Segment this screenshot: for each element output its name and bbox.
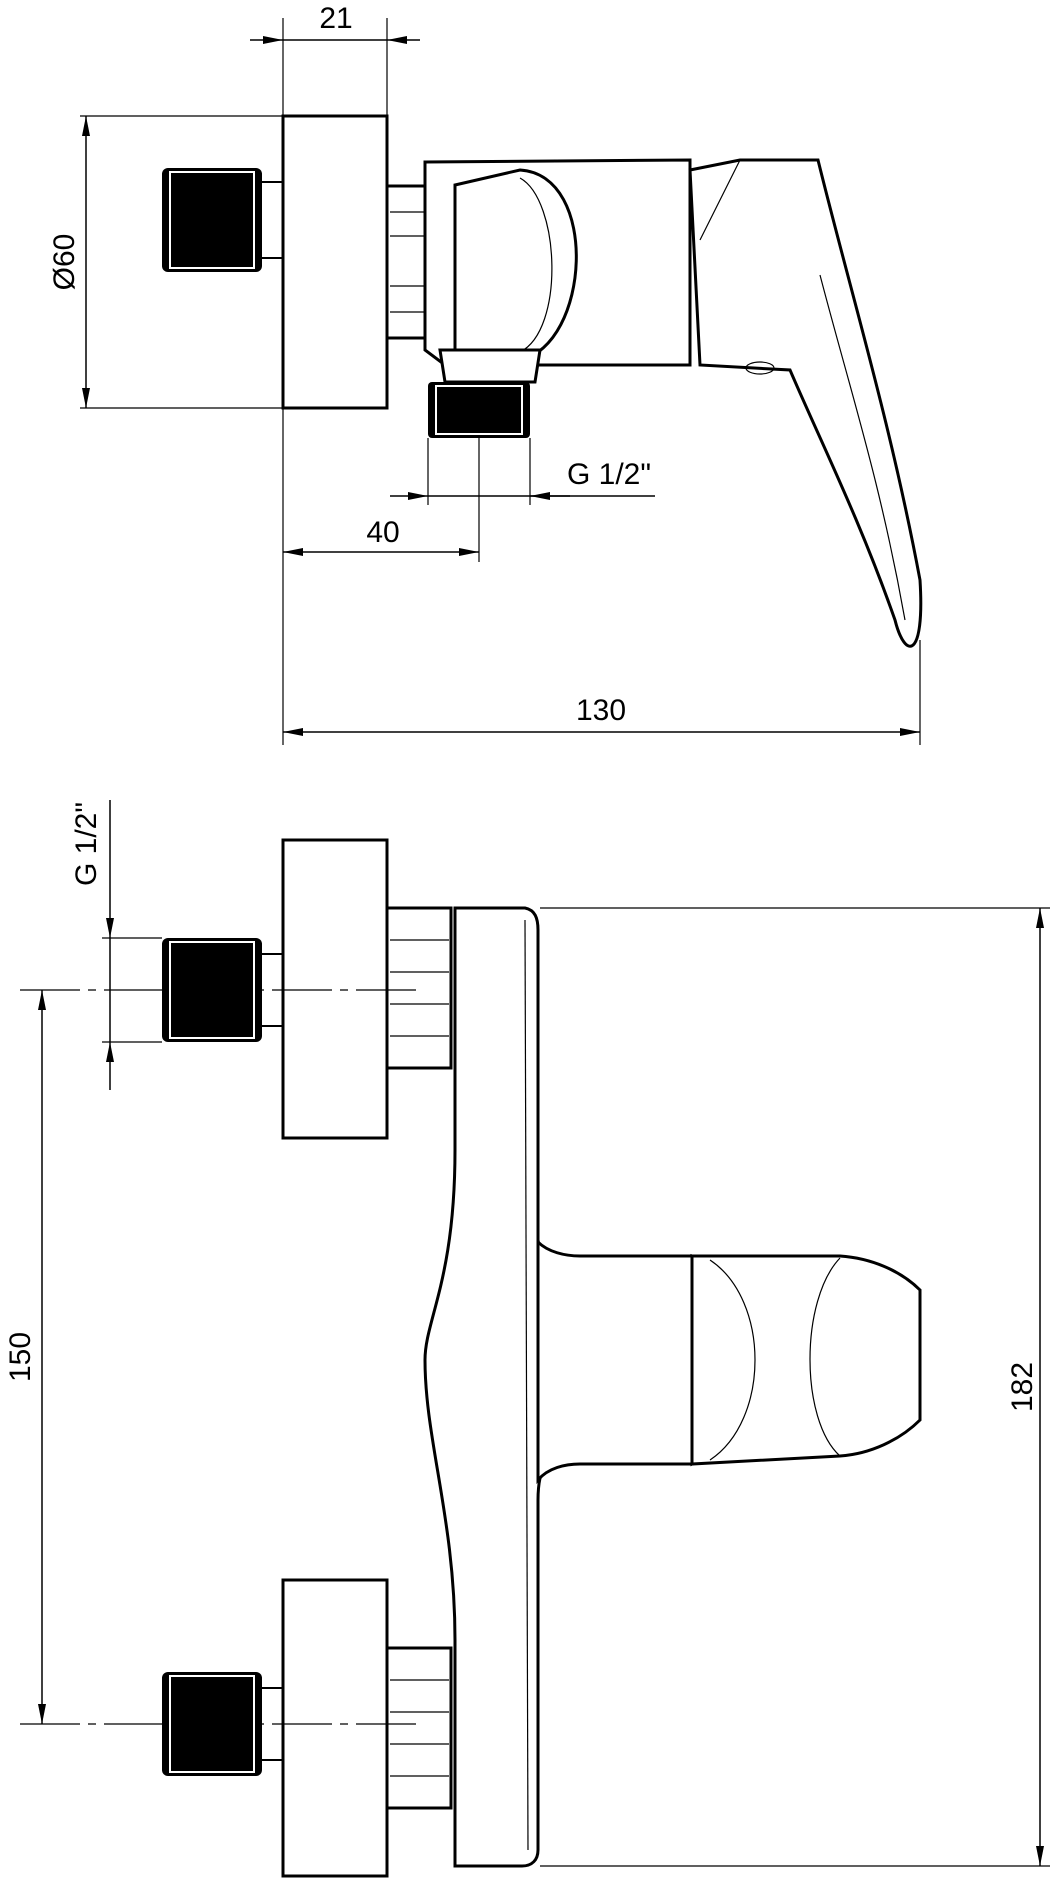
front-upper-hex-nut (385, 906, 453, 1070)
front-lower-flange (281, 1578, 389, 1878)
dim-total-depth: 130 (283, 640, 921, 745)
dim-flange-depth: 21 (250, 2, 420, 116)
dim-outlet-thread: G 1/2" (390, 438, 655, 505)
front-cartridge-handle (536, 1238, 922, 1485)
front-lower-hex-nut (385, 1646, 453, 1810)
top-inlet-thread (162, 168, 282, 272)
top-lever-handle (688, 158, 923, 648)
dim-inlet-thread: G 1/2" (70, 800, 162, 1090)
top-outlet-thread (428, 382, 530, 438)
front-upper-flange (281, 838, 389, 1140)
dim-outlet-offset: 40 (282, 408, 480, 745)
dim-inlet-spacing-label: 150 (4, 1332, 37, 1382)
dim-outlet-thread-label: G 1/2" (567, 458, 651, 491)
dim-total-height: 182 (540, 907, 1050, 1867)
dim-inlet-thread-label: G 1/2" (70, 802, 103, 886)
dim-flange-diameter-label: Ø60 (48, 234, 81, 291)
top-wall-flange (281, 114, 389, 410)
dim-total-height-label: 182 (1006, 1362, 1039, 1412)
dim-outlet-offset-label: 40 (366, 516, 399, 549)
dim-flange-diameter: Ø60 (48, 115, 283, 409)
front-view: G 1/2" 150 182 (4, 800, 1050, 1878)
dim-flange-depth-label: 21 (319, 2, 352, 35)
dim-total-depth-label: 130 (576, 694, 626, 727)
top-view: 21 Ø60 G 1/2" 40 (48, 2, 923, 745)
front-center-lines (20, 989, 420, 1725)
dim-inlet-spacing: 150 (4, 990, 46, 1724)
top-mixer-body (423, 158, 692, 384)
